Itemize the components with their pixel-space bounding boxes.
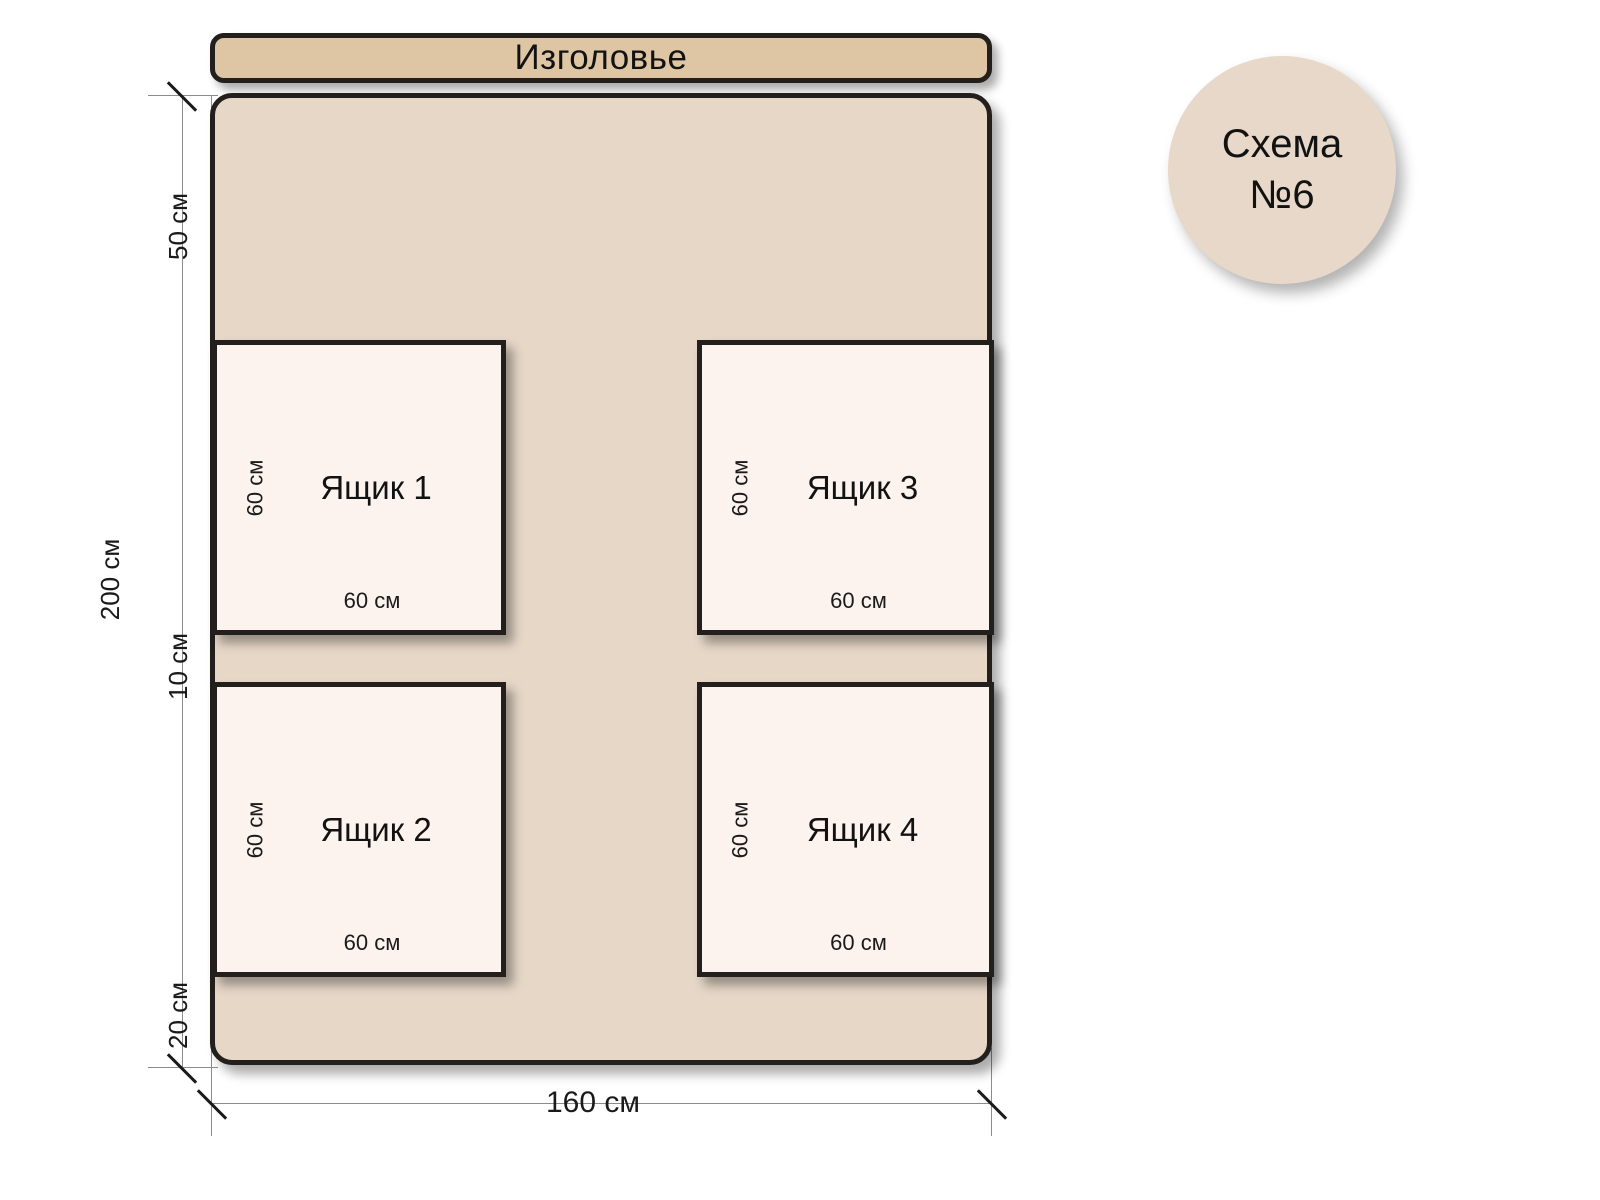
drawer-3-title: Ящик 3 — [806, 468, 919, 506]
overall-height-label: 200 см — [95, 538, 126, 621]
headboard-label: Изголовье — [514, 38, 688, 77]
drawer-2-width-label: 60 см — [343, 930, 401, 955]
overall-width-label: 160 см — [546, 1086, 641, 1119]
width-dimension-tick-right — [976, 1089, 1008, 1120]
overall-height-dimension-line — [182, 95, 183, 1067]
drawer-3-width-label: 60 см — [830, 588, 887, 613]
headboard[interactable]: Изголовье — [210, 33, 992, 83]
extension-line-right-bottom — [991, 1048, 992, 1136]
drawer-3[interactable]: 60 см Ящик 3 60 см — [697, 340, 994, 635]
extension-line-top — [148, 95, 218, 96]
scheme-badge-line-1: Схема — [1221, 121, 1343, 166]
drawer-1[interactable]: 60 см Ящик 1 60 см — [212, 340, 506, 635]
top-margin-label: 50 см — [163, 192, 194, 261]
middle-gap-label: 10 см — [163, 632, 194, 701]
scheme-badge-line-2: №6 — [1249, 173, 1315, 217]
overall-width-dimension-line — [211, 1103, 992, 1104]
drawer-2-title: Ящик 2 — [320, 810, 432, 848]
bottom-margin-label: 20 см — [163, 981, 194, 1050]
extension-line-left-bottom — [211, 1068, 212, 1136]
drawer-4-width-label: 60 см — [830, 930, 887, 955]
drawer-1-width-label: 60 см — [343, 588, 401, 613]
width-dimension-tick-left — [196, 1089, 228, 1120]
extension-line-bottom — [148, 1067, 218, 1068]
drawer-4[interactable]: 60 см Ящик 4 60 см — [697, 682, 994, 977]
drawer-2[interactable]: 60 см Ящик 2 60 см — [212, 682, 506, 977]
scheme-badge[interactable]: Схема №6 — [1168, 56, 1396, 284]
drawer-1-title: Ящик 1 — [320, 468, 432, 506]
drawer-4-title: Ящик 4 — [806, 810, 919, 848]
